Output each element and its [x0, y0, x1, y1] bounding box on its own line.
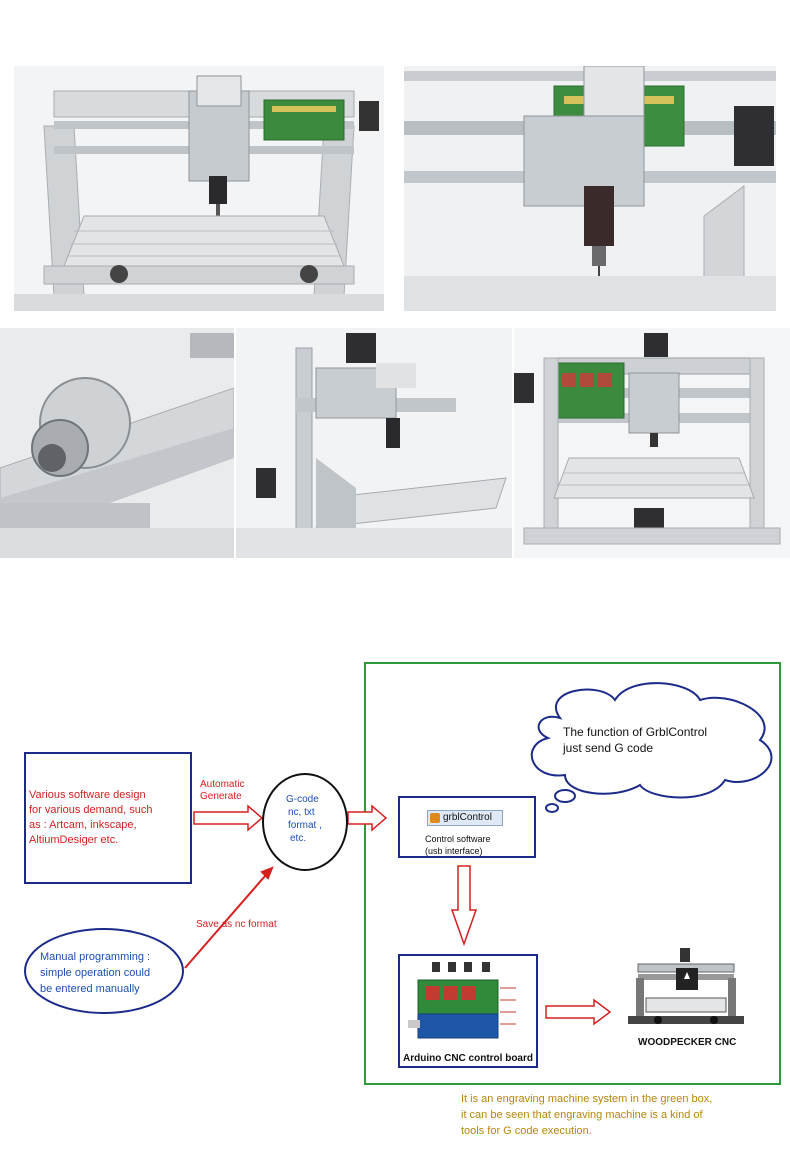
save-format-label: Save as nc format — [196, 919, 277, 930]
control-software-line-2: (usb interface) — [425, 846, 483, 856]
arduino-board-illustration — [408, 962, 516, 1039]
arrow-arduino-to-woodpecker — [545, 998, 612, 1026]
thought-cloud — [530, 682, 773, 813]
software-line-1: Various software design — [29, 789, 146, 801]
manual-line-3: be entered manually — [40, 983, 140, 995]
grblcontrol-icon — [430, 813, 440, 823]
software-line-2: for various demand, such — [29, 804, 153, 816]
photo-cnc-spindle-closeup — [404, 66, 776, 311]
photo-spindle-motor-closeup — [0, 328, 234, 558]
automatic-label-1: Automatic — [200, 779, 245, 790]
automatic-label-2: Generate — [200, 791, 242, 802]
control-software-box — [398, 796, 536, 858]
gcode-line-2: nc, txt — [288, 807, 315, 818]
photo-cnc-top-board-view — [514, 328, 790, 558]
cloud-line-2: just send G code — [563, 741, 654, 755]
engraving-system-frame — [364, 662, 781, 1085]
cnc-top-illustration — [514, 328, 790, 558]
green-box-caption-line-2: it can be seen that engraving machine is… — [461, 1109, 703, 1121]
gcode-line-1: G-code — [286, 794, 319, 805]
arduino-board-caption: Arduino CNC control board — [403, 1053, 533, 1064]
green-box-caption-line-1: It is an engraving machine system in the… — [461, 1093, 713, 1105]
arrow-gcode-to-control — [347, 804, 388, 832]
arrow-software-to-gcode — [193, 804, 264, 832]
control-software-line-1: Control software — [425, 834, 491, 844]
gcode-ellipse — [262, 773, 348, 871]
arrow-manual-to-gcode — [184, 866, 274, 969]
gcode-line-4: etc. — [290, 833, 307, 844]
grblcontrol-badge: grblControl — [427, 810, 503, 826]
software-line-4: AltiumDesiger etc. — [29, 834, 119, 846]
grblcontrol-badge-label: grblControl — [443, 812, 492, 823]
software-design-box — [24, 752, 192, 884]
manual-line-1: Manual programming : — [40, 951, 151, 963]
cnc-spindle-illustration — [404, 66, 776, 311]
diagram-connectors — [24, 682, 773, 1026]
photo-cnc-side-angle-view — [236, 328, 512, 558]
gcode-line-3: format , — [288, 820, 322, 831]
arrow-control-to-arduino — [450, 865, 478, 947]
woodpecker-caption: WOODPECKER CNC — [638, 1037, 737, 1048]
software-line-3: as : Artcam, inkscape, — [29, 819, 137, 831]
woodpecker-cnc-illustration — [628, 948, 744, 1024]
manual-ellipse — [24, 928, 184, 1014]
cnc-side-illustration — [236, 328, 512, 558]
photo-cnc-front-view — [14, 66, 384, 311]
cloud-line-1: The function of GrblControl — [563, 725, 708, 739]
manual-line-2: simple operation could — [40, 967, 151, 979]
cnc-front-illustration — [14, 66, 384, 311]
green-box-caption-line-3: tools for G code execution. — [461, 1125, 592, 1137]
spindle-motor-illustration — [0, 328, 234, 558]
